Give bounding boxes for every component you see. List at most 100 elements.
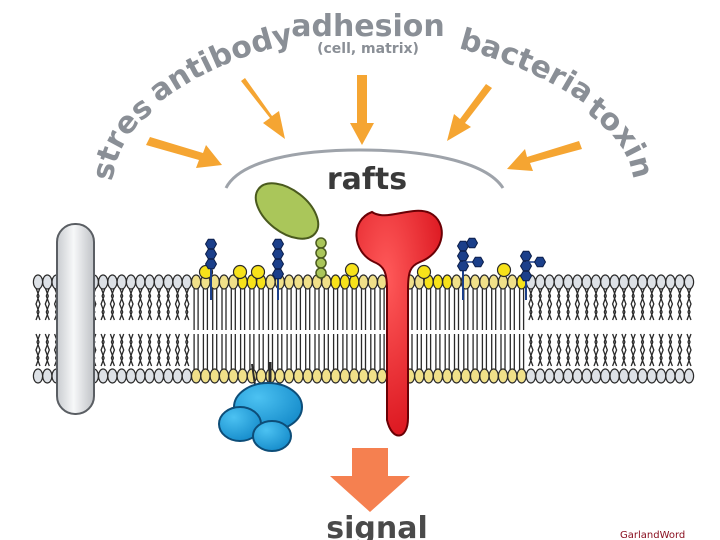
lipid-molecule — [311, 274, 323, 330]
lipid-head — [553, 368, 565, 384]
lipid-tail — [416, 288, 422, 330]
sugar-residue — [519, 250, 533, 262]
lipid-molecule — [637, 274, 648, 321]
signal-label: signal — [326, 511, 428, 540]
lipid-head — [469, 274, 481, 290]
lipid-head — [535, 274, 546, 290]
lipid-molecule — [674, 274, 685, 321]
lipid-molecule — [609, 274, 620, 321]
lipid-head — [553, 274, 565, 290]
lipid-tail — [109, 287, 116, 321]
stimulus-arrow — [507, 141, 582, 171]
lipid-molecule — [349, 274, 360, 330]
lipid-tail — [351, 288, 357, 330]
lipid-molecule — [367, 334, 378, 384]
lipid-head — [367, 274, 378, 290]
lipid-head — [330, 274, 341, 290]
lipid-tail — [193, 334, 199, 370]
lipid-tail — [305, 334, 311, 370]
lipid-molecule — [209, 334, 220, 384]
lipid-tail — [509, 288, 515, 330]
lipid-tail — [556, 333, 562, 367]
lipid-molecule — [497, 334, 509, 384]
lipid-tail — [686, 287, 692, 321]
sugar-residue — [533, 256, 547, 268]
lipid-tail — [379, 334, 385, 370]
lipid-tail — [100, 333, 106, 367]
lipid-tail — [128, 287, 134, 321]
lipid-tail — [332, 334, 339, 370]
lipid-molecule — [590, 274, 602, 321]
lipid-head — [321, 368, 332, 384]
lipid-tail — [639, 287, 646, 321]
lipid-molecule — [516, 274, 527, 330]
lipid-molecule — [274, 334, 285, 384]
lipid-tail — [611, 287, 618, 321]
lipid-molecule — [358, 274, 369, 330]
lipid-molecule — [581, 333, 592, 384]
lipid-tail — [370, 288, 376, 330]
stimulus-label-stress: stress — [0, 0, 159, 183]
lipid-tail — [546, 333, 553, 367]
lipid-head — [637, 274, 648, 290]
stimulus-arrow — [350, 75, 374, 145]
lipid-tail — [677, 287, 683, 321]
lipid-head — [153, 368, 165, 384]
sugar-residue — [456, 250, 470, 262]
lipid-molecule — [321, 334, 332, 384]
lipid-head — [488, 368, 499, 384]
lipid-molecule — [125, 274, 137, 321]
lipid-tail — [44, 287, 50, 321]
lipid-head — [628, 368, 639, 384]
lipid-head — [609, 274, 620, 290]
lipid-head — [293, 368, 304, 384]
lipid-molecule — [200, 334, 211, 384]
lipid-head — [367, 368, 378, 384]
lipid-head — [423, 368, 434, 384]
lipid-molecule — [321, 274, 332, 330]
lipid-head — [107, 274, 118, 290]
lipid-head — [590, 274, 602, 290]
lipid-head — [358, 368, 369, 384]
lipid-head — [414, 368, 425, 384]
lipid-molecule — [683, 333, 695, 384]
lipid-head — [302, 274, 313, 290]
membrane-bilayer — [32, 262, 695, 384]
lipid-head — [497, 274, 509, 290]
lipid-molecule — [293, 274, 304, 330]
lipid-head — [646, 274, 658, 290]
lipid-molecule — [507, 274, 518, 330]
lipid-tail — [491, 334, 497, 370]
lipid-tail — [295, 288, 302, 330]
lipid-head — [283, 274, 295, 290]
lipid-molecule — [646, 274, 658, 321]
lipid-molecule — [274, 274, 285, 330]
lipid-head — [181, 274, 192, 290]
grey-protein-icon — [56, 223, 95, 415]
blue-protein-icon — [218, 362, 303, 452]
red-protein-icon — [355, 209, 443, 437]
lipid-tail — [286, 288, 292, 330]
lipid-molecule — [200, 274, 211, 330]
lipid-molecule — [349, 334, 360, 384]
lipid-molecule — [42, 274, 53, 321]
lipid-molecule — [42, 333, 53, 384]
lipid-tail — [621, 287, 627, 321]
lipid-tail — [239, 334, 246, 370]
raft-lipid-head — [416, 264, 432, 280]
lipid-tail — [258, 334, 264, 370]
raft-lipid-head — [344, 262, 360, 278]
lipid-molecule — [600, 274, 611, 321]
lipid-molecule — [218, 274, 230, 330]
lipid-head — [544, 368, 555, 384]
lipid-tail — [221, 334, 227, 370]
lipid-tail — [463, 334, 469, 370]
stimulus-label-toxin: toxin — [580, 90, 660, 181]
lipid-molecule — [237, 334, 248, 384]
lipid-head — [442, 368, 453, 384]
lipid-molecule — [135, 274, 146, 321]
lipid-molecule — [107, 333, 118, 384]
lipid-molecule — [116, 333, 127, 384]
lipid-head — [172, 274, 183, 290]
lipid-head — [293, 274, 304, 290]
